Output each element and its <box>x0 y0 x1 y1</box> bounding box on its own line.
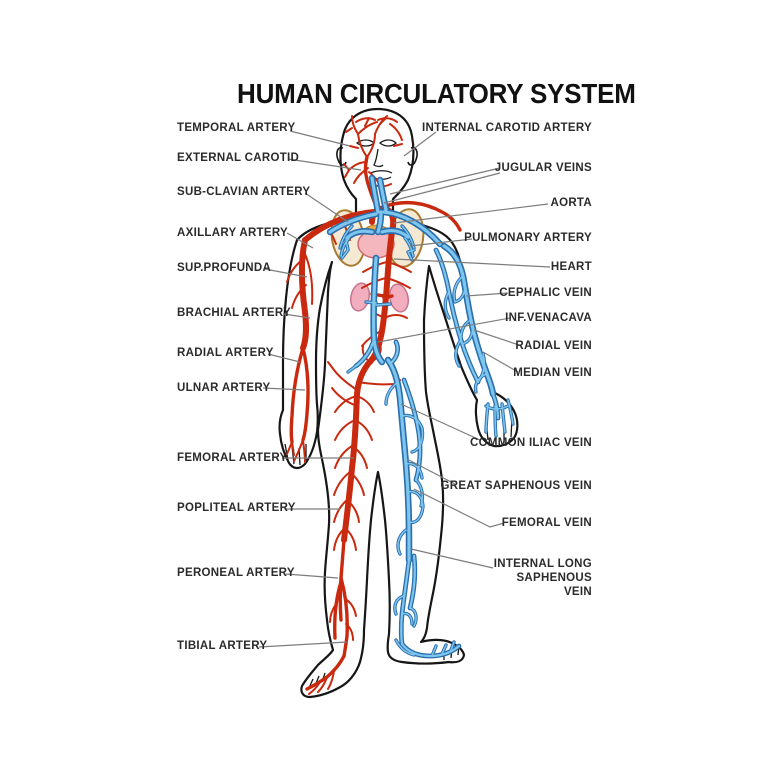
label-great-saphenous-vein: GREAT SAPHENOUS VEIN <box>440 480 592 492</box>
label-internal-carotid-artery: INTERNAL CAROTID ARTERY <box>421 122 592 134</box>
label-brachial-artery: BRACHIAL ARTERY <box>177 307 291 319</box>
label-femoral-artery: FEMORAL ARTERY <box>177 452 288 464</box>
label-radial-artery: RADIAL ARTERY <box>177 347 274 359</box>
label-peroneal-artery: PERONEAL ARTERY <box>177 567 295 579</box>
kidneys <box>349 282 410 313</box>
label-popliteal-artery: POPLITEAL ARTERY <box>177 502 296 514</box>
label-radial-vein: RADIAL VEIN <box>515 340 592 352</box>
label-axillary-artery: AXILLARY ARTERY <box>177 227 288 239</box>
label-tibial-artery: TIBIAL ARTERY <box>177 640 268 652</box>
label-median-vein: MEDIAN VEIN <box>513 367 592 379</box>
label-femoral-vein: FEMORAL VEIN <box>501 517 592 529</box>
page-title: HUMAN CIRCULATORY SYSTEM <box>237 78 636 110</box>
label-heart: HEART <box>550 261 592 273</box>
label-pulmonary-artery: PULMONARY ARTERY <box>464 232 592 244</box>
label-temporal-artery: TEMPORAL ARTERY <box>177 122 296 134</box>
label-common-iliac-vein: COMMON ILIAC VEIN <box>469 437 592 449</box>
label-sup-profunda: SUP.PROFUNDA <box>177 262 272 274</box>
label-cephalic-vein: CEPHALIC VEIN <box>499 287 592 299</box>
leader-lines <box>258 130 551 648</box>
label-inf-venacava: INF.VENACAVA <box>505 312 592 324</box>
label-external-carotid: EXTERNAL CAROTID <box>177 152 300 164</box>
label-ulnar-artery: ULNAR ARTERY <box>177 382 271 394</box>
label-aorta: AORTA <box>550 197 592 209</box>
label-internal-long-saphenous-vein: INTERNAL LONG SAPHENOUS VEIN <box>493 558 592 598</box>
label-subclavian-artery: SUB-CLAVIAN ARTERY <box>177 186 311 198</box>
label-jugular-veins: JUGULAR VEINS <box>494 162 592 174</box>
